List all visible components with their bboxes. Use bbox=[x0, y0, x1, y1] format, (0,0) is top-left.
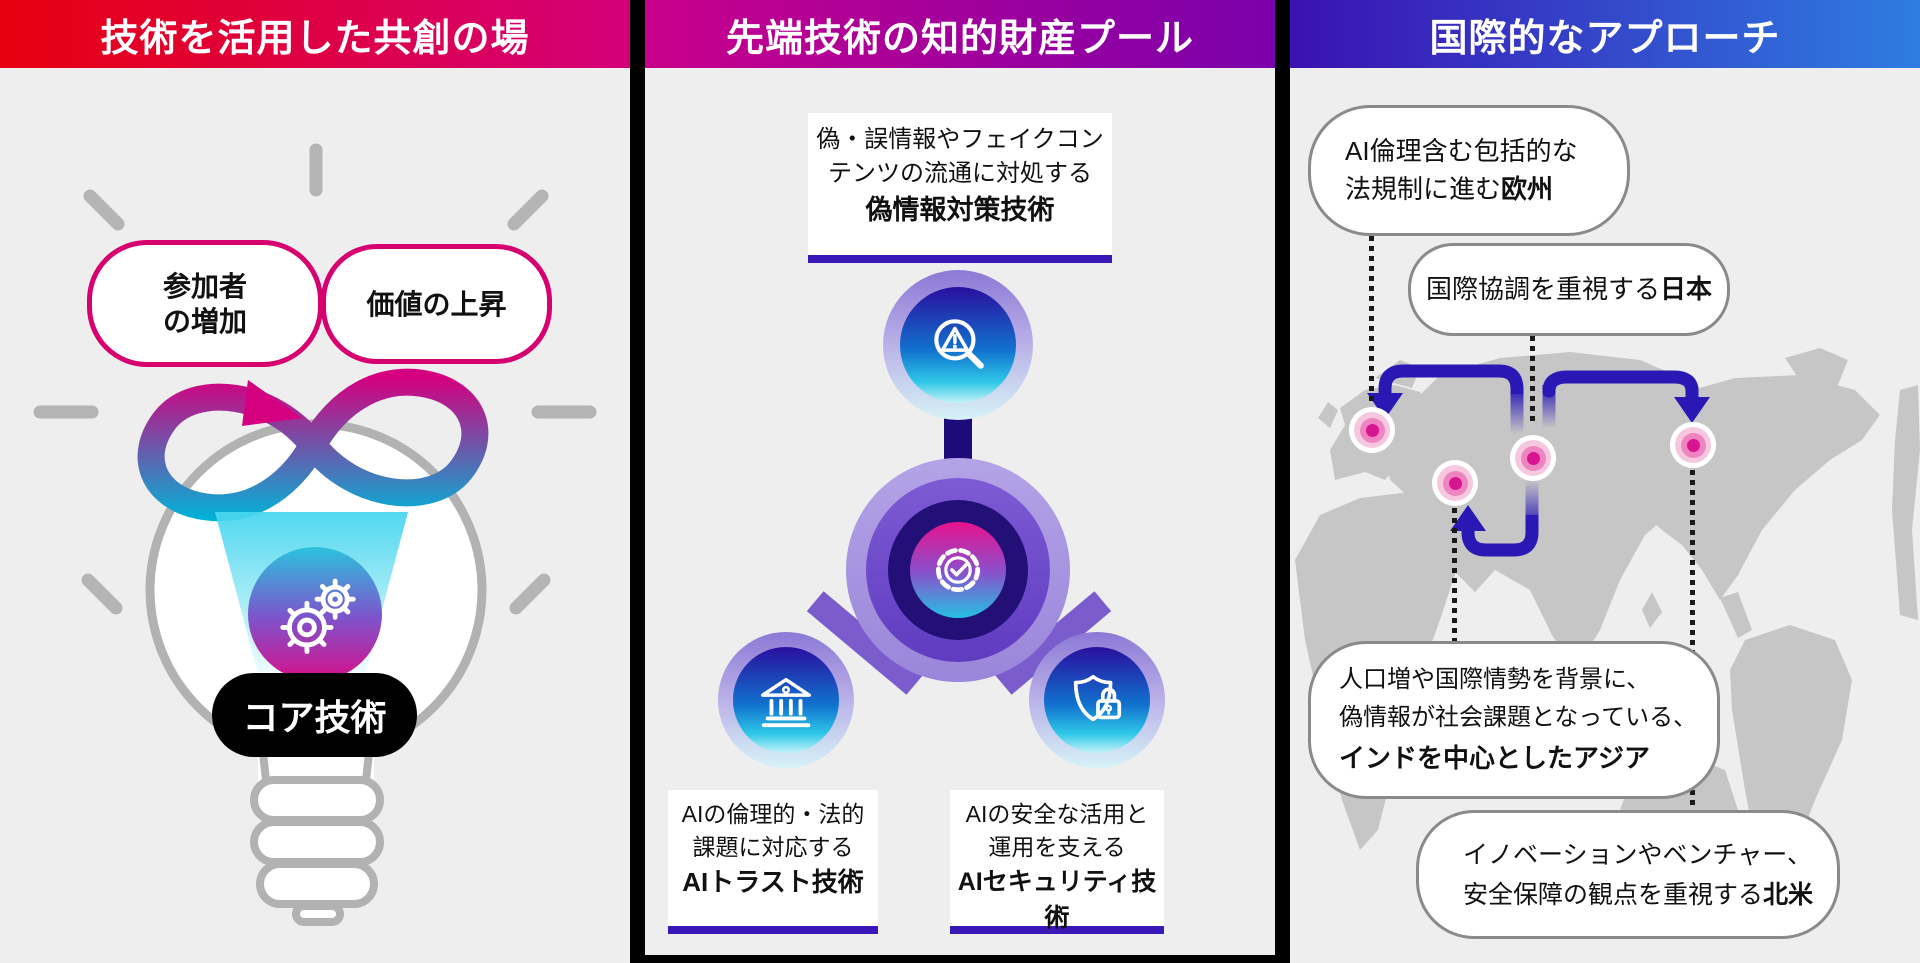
disinformation-node bbox=[900, 287, 1016, 403]
arrow-to-india bbox=[1461, 515, 1539, 557]
panel-left-title: 技術を活用した共創の場 bbox=[100, 17, 530, 60]
asia-line2: 偽情報が社会課題となっている、 bbox=[1339, 704, 1698, 732]
arrowhead-north-america-icon bbox=[1674, 397, 1710, 423]
north-america-line1: イノベーションやベンチャー、 bbox=[1463, 840, 1813, 869]
disinformation-line2: テンツの流通に対処する bbox=[828, 160, 1092, 187]
disinformation-line1: 偽・誤情報やフェイクコン bbox=[816, 126, 1104, 153]
participants-line2: の増加 bbox=[162, 305, 247, 337]
panel-right-header: 国際的なアプローチ bbox=[1290, 0, 1920, 68]
asia-bubble: 人口増や国際情勢を背景に、 偽情報が社会課題となっている、 インドを中心としたア… bbox=[1308, 641, 1720, 799]
ai-trust-line1: AIの倫理的・法的 bbox=[681, 801, 865, 827]
dotted-line-asia bbox=[1452, 508, 1457, 648]
bank-icon bbox=[761, 677, 811, 728]
bulb-base bbox=[250, 776, 384, 926]
divider-bar-bottom bbox=[630, 955, 1290, 963]
dotted-line-japan bbox=[1530, 326, 1535, 426]
core-technology-pill: コア技術 bbox=[212, 673, 417, 757]
infinity-loop-icon bbox=[137, 368, 489, 522]
hub-core-circle bbox=[910, 522, 1006, 618]
ai-security-line1: AIの安全な活用と bbox=[965, 801, 1149, 827]
asia-line1: 人口増や国際情勢を背景に、 bbox=[1339, 665, 1651, 693]
dotted-line-europe bbox=[1369, 226, 1374, 404]
core-technology-label: コア技術 bbox=[242, 697, 387, 738]
core-technology-circle bbox=[248, 547, 382, 681]
ai-trust-box: AIの倫理的・法的 課題に対応する AIトラスト技術 bbox=[668, 790, 878, 934]
ai-trust-line2: 課題に対応する bbox=[692, 834, 854, 860]
asia-line3: インドを中心としたアジア bbox=[1339, 742, 1650, 773]
divider-bar-left bbox=[630, 0, 645, 963]
shield-lock-icon bbox=[1073, 674, 1122, 722]
europe-line1: AI倫理含む包括的な bbox=[1345, 135, 1578, 166]
arrowhead-india-icon bbox=[1450, 505, 1486, 531]
gears-icon bbox=[280, 578, 356, 655]
ai-trust-bold: AIトラスト技術 bbox=[682, 867, 864, 897]
north-america-bubble: イノベーションやベンチャー、 安全保障の観点を重視する北米 bbox=[1416, 810, 1840, 939]
arrow-to-europe bbox=[1378, 364, 1524, 396]
panel-middle-header: 先端技術の知的財産プール bbox=[645, 0, 1275, 68]
marker-north-america bbox=[1670, 422, 1716, 468]
disinformation-bold: 偽情報対策技術 bbox=[865, 195, 1055, 225]
seal-check-icon bbox=[935, 547, 981, 593]
panel-middle-title: 先端技術の知的財産プール bbox=[725, 17, 1194, 60]
ai-security-bold: AIセキュリティ技術 bbox=[957, 868, 1157, 932]
ai-security-box: AIの安全な活用と 運用を支える AIセキュリティ技術 bbox=[950, 790, 1164, 934]
panel-left-header: 技術を活用した共創の場 bbox=[0, 0, 630, 68]
participants-bubble: 参加者 の増加 bbox=[87, 240, 323, 367]
participants-line1: 参加者 bbox=[162, 270, 247, 302]
disinformation-box: 偽・誤情報やフェイクコン テンツの流通に対処する 偽情報対策技術 bbox=[808, 113, 1112, 263]
north-america-line2: 安全保障の観点を重視する北米 bbox=[1463, 880, 1814, 909]
infinity-arrowhead-icon bbox=[242, 380, 302, 426]
arrowhead-europe-icon bbox=[1367, 393, 1403, 419]
japan-bubble: 国際協調を重視する日本 bbox=[1408, 243, 1730, 336]
magnifier-alert-icon bbox=[934, 319, 984, 369]
panel-right-title: 国際的なアプローチ bbox=[1429, 17, 1781, 60]
marker-japan bbox=[1510, 435, 1556, 481]
bulb-rays-icon bbox=[33, 143, 597, 615]
security-node bbox=[1044, 647, 1150, 753]
value-rise-label: 価値の上昇 bbox=[366, 288, 507, 320]
trust-node bbox=[733, 647, 839, 753]
marker-europe bbox=[1349, 407, 1395, 453]
europe-bubble: AI倫理含む包括的な 法規制に進む欧州 bbox=[1308, 105, 1630, 236]
value-rise-bubble: 価値の上昇 bbox=[321, 244, 552, 364]
japan-line1: 国際協調を重視する日本 bbox=[1425, 273, 1713, 304]
europe-line2: 法規制に進む欧州 bbox=[1345, 173, 1554, 204]
ai-security-line2: 運用を支える bbox=[988, 834, 1126, 860]
dotted-line-north-america bbox=[1690, 470, 1695, 815]
divider-bar-right bbox=[1275, 0, 1290, 963]
marker-india bbox=[1432, 460, 1478, 506]
